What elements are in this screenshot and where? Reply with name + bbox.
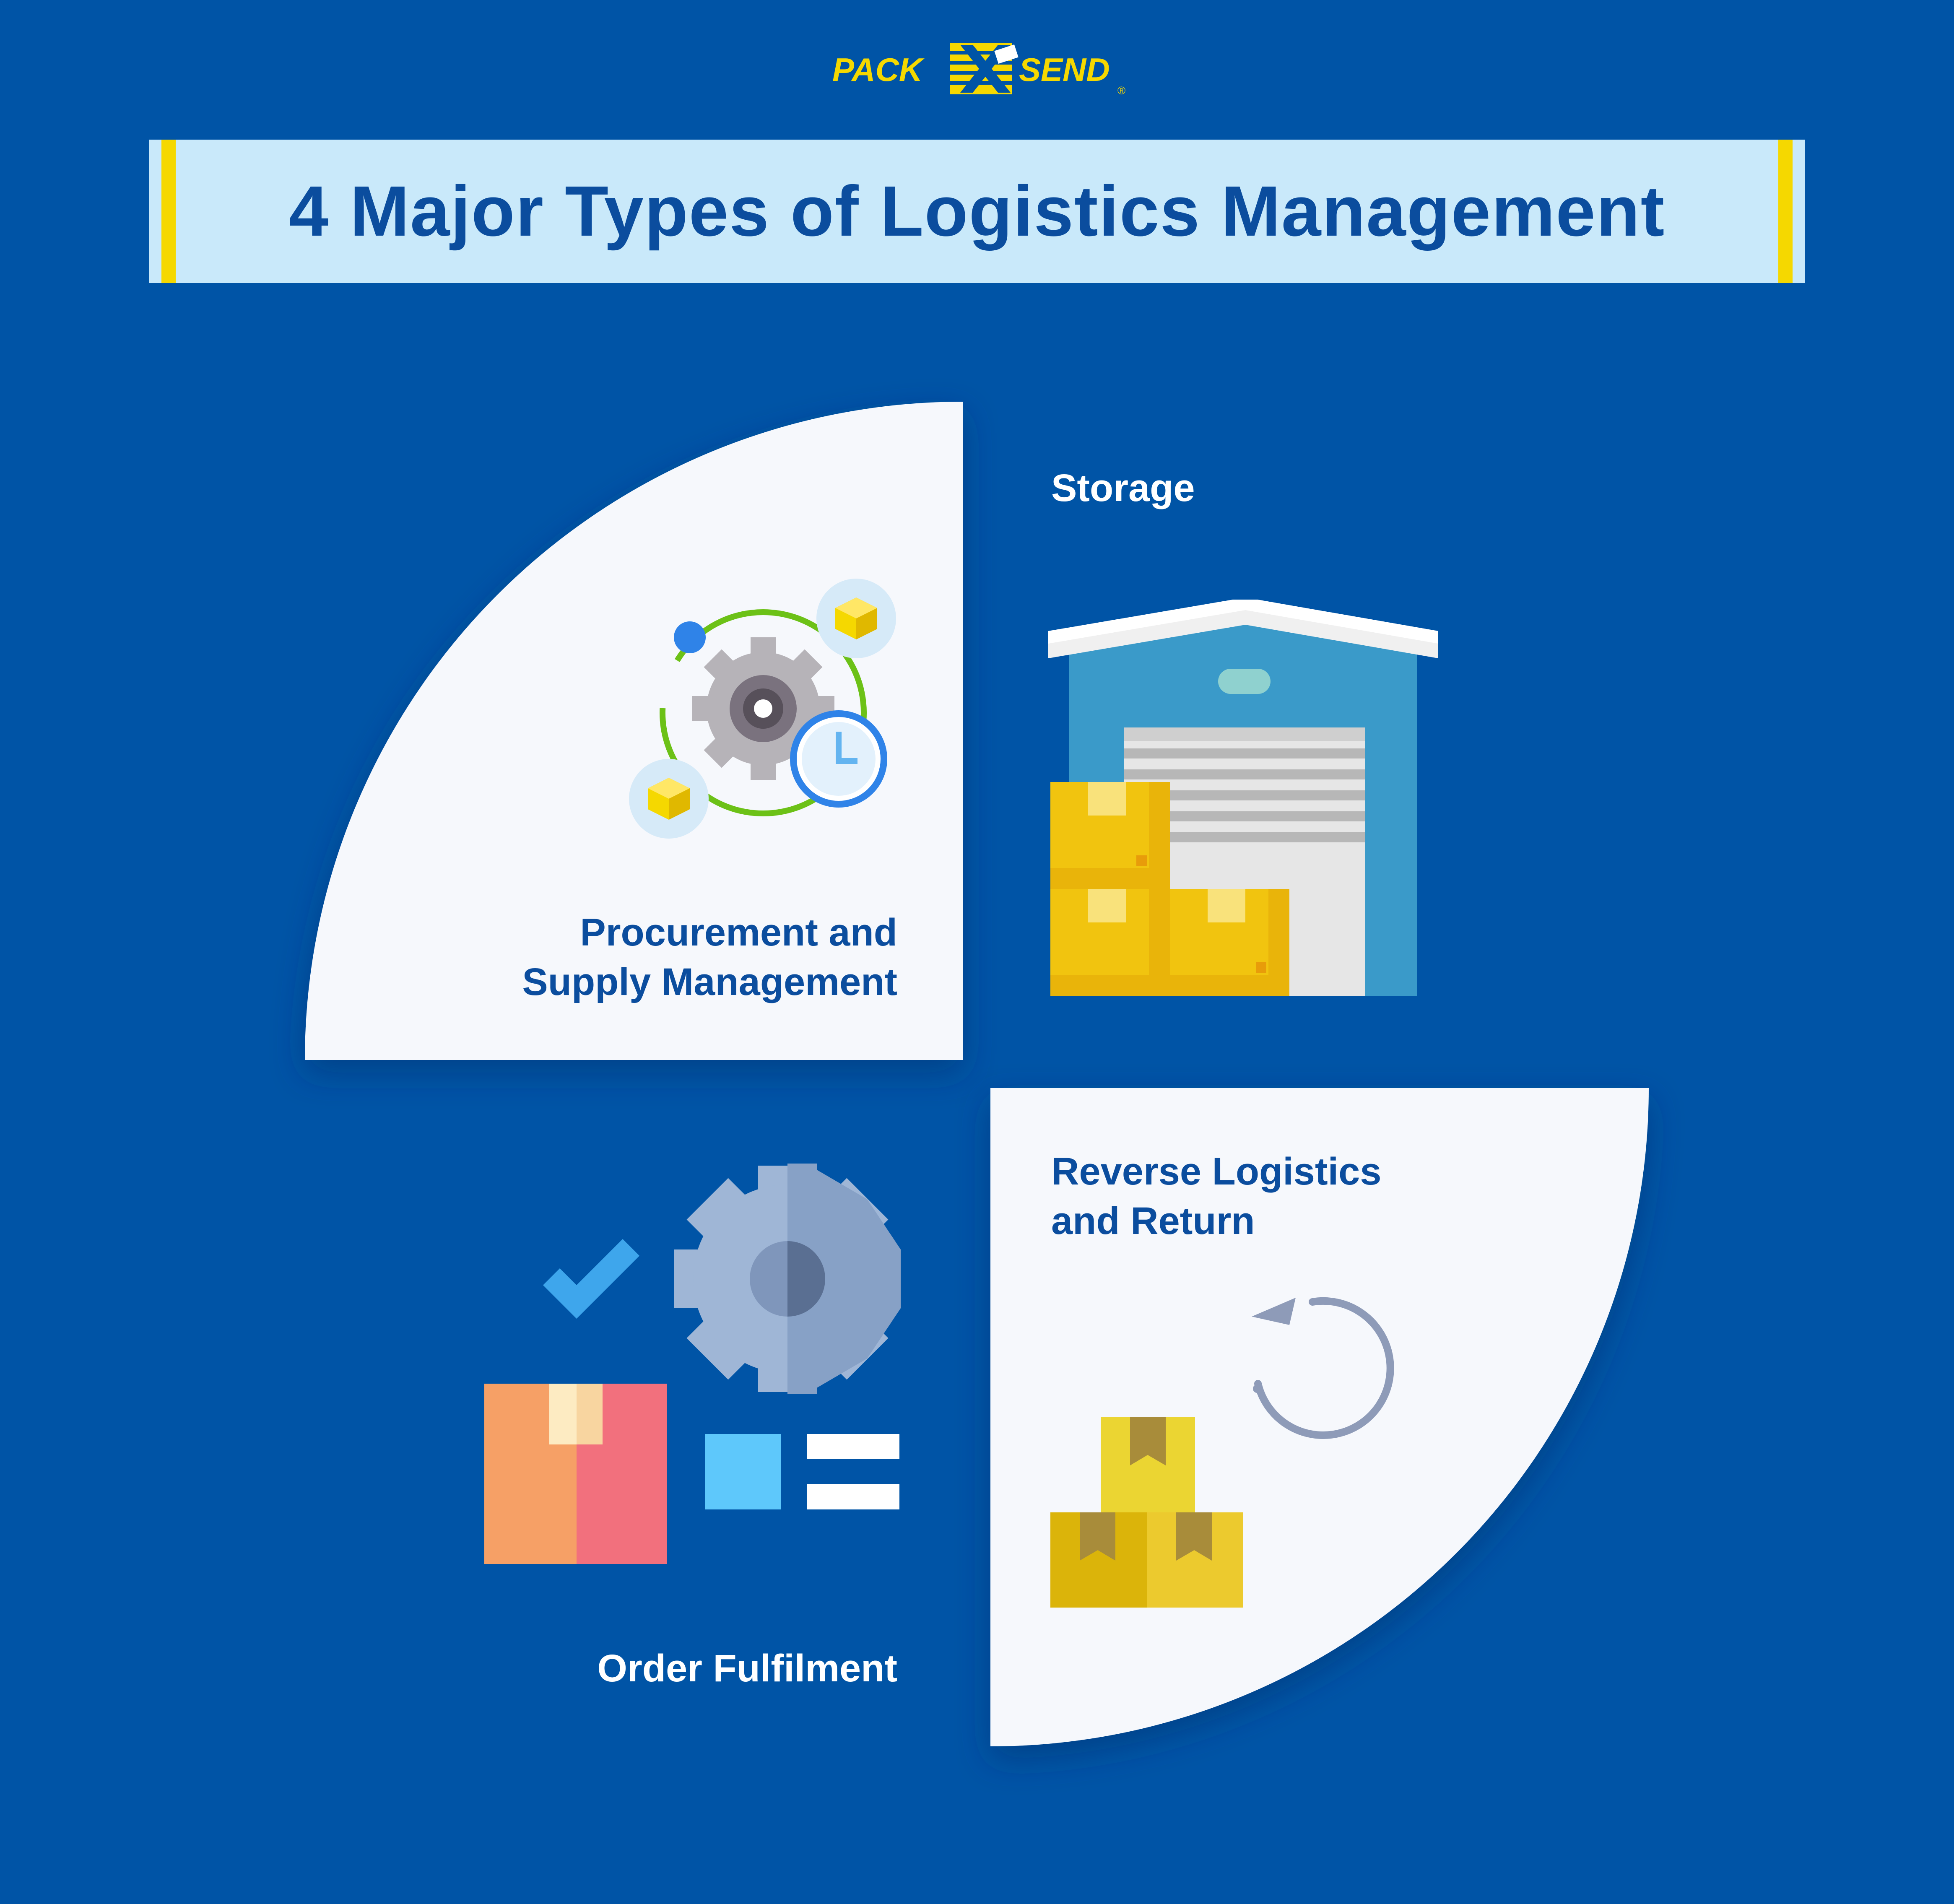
page-title: 4 Major Types of Logistics Management: [288, 171, 1666, 251]
title-banner-left-accent: [161, 140, 176, 283]
checkmark-icon: [543, 1239, 639, 1319]
list-line-1: [807, 1434, 899, 1459]
logo-emblem-icon: [950, 43, 1019, 94]
logo-right-text: SEND: [1019, 51, 1110, 88]
procurement-label-line-2: Supply Management: [522, 961, 897, 1003]
warehouse-icon: [1048, 600, 1438, 996]
return-boxes-icon: [1050, 1297, 1394, 1608]
logo-left-text: PACK: [832, 51, 925, 88]
pack-and-send-logo: PACK SEND ®: [832, 43, 1125, 97]
package-icon: [484, 1384, 667, 1564]
procurement-cycle-icon: [629, 579, 896, 839]
procurement-panel: [305, 402, 963, 1060]
list-bullet-icon: [705, 1434, 781, 1509]
logo-registered-mark: ®: [1117, 84, 1125, 97]
reverse-logistics-label: Reverse Logistics and Return: [1051, 1147, 1381, 1246]
procurement-label-line-1: Procurement and: [580, 911, 897, 954]
order-fulfilment-icon: [484, 1164, 901, 1564]
procurement-label: Procurement and Supply Management: [474, 908, 897, 1007]
list-line-2: [807, 1484, 899, 1509]
order-fulfilment-label: Order Fulfilment: [597, 1647, 897, 1690]
return-arrow-icon: [1252, 1298, 1296, 1325]
title-banner: 4 Major Types of Logistics Management: [149, 140, 1805, 283]
reverse-logistics-label-line-2: and Return: [1051, 1200, 1255, 1242]
title-banner-right-accent: [1778, 140, 1793, 283]
storage-label: Storage: [1051, 467, 1195, 509]
reverse-logistics-label-line-1: Reverse Logistics: [1051, 1150, 1382, 1193]
